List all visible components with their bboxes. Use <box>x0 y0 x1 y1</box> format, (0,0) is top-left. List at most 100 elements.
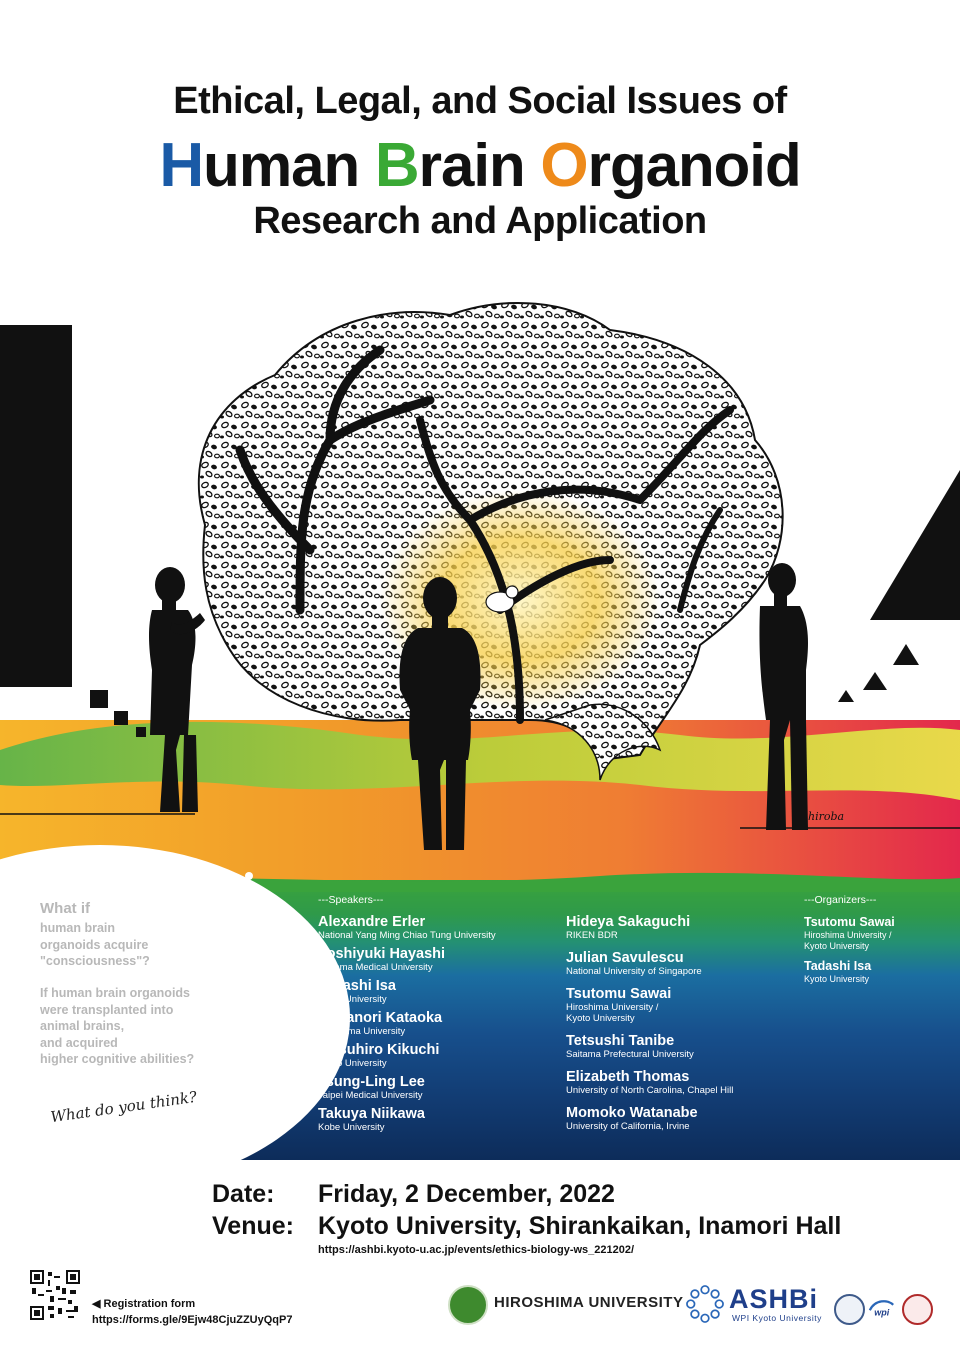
date-label: Date: <box>212 1180 275 1208</box>
event-venue: Kyoto University, Shirankaikan, Inamori … <box>318 1212 842 1240</box>
speaker-affiliation: Kyoto University <box>566 1013 635 1024</box>
hiroshima-university-logo-text: HIROSHIMA UNIVERSITY <box>494 1294 684 1311</box>
decor-black-bar <box>0 325 72 687</box>
organizer-entry: Tsutomu Sawai Hiroshima University / Kyo… <box>804 914 895 952</box>
title-rest: rain <box>418 132 526 199</box>
question-line: higher cognitive abilities? <box>40 1052 195 1066</box>
venue-label: Venue: <box>212 1212 294 1240</box>
speaker-affiliation: University of California, Irvine <box>566 1121 690 1132</box>
speaker-entry: Tetsushi Tanibe Saitama Prefectural Univ… <box>566 1033 694 1060</box>
title-line-1: Ethical, Legal, and Social Issues of <box>173 80 787 122</box>
speaker-entry: Julian Savulescu National University of … <box>566 950 702 977</box>
thought-dot <box>245 872 253 880</box>
qr-code[interactable] <box>30 1270 80 1320</box>
question-line: If human brain organoids <box>40 986 191 1000</box>
speaker-affiliation: RIKEN BDR <box>566 930 618 941</box>
institution-seal-icon <box>902 1294 933 1325</box>
question-line: human brain <box>40 921 116 935</box>
question-line: were transplanted into <box>40 1002 174 1017</box>
speaker-name: Yoshiyuki Hayashi <box>318 946 446 962</box>
speaker-affiliation: Kyoto University <box>318 994 387 1005</box>
title-cap: H <box>159 131 204 200</box>
speaker-affiliation: Saitama Prefectural University <box>566 1049 694 1060</box>
title-rest: rganoid <box>587 132 802 199</box>
person-center-silhouette <box>399 577 481 850</box>
wpi-logo-icon: wpi <box>868 1300 894 1318</box>
title-word-organoid: Organoid <box>540 131 802 200</box>
ashbi-logo-text: ASHBi <box>729 1284 819 1314</box>
event-url[interactable]: https://ashbi.kyoto-u.ac.jp/events/ethic… <box>318 1244 635 1256</box>
speaker-affiliation: University of North Carolina, Chapel Hil… <box>566 1085 734 1096</box>
title-line-2: Human Brain Organoid <box>0 130 960 201</box>
speaker-affiliation: Hiroshima University <box>318 1026 406 1037</box>
title-word-brain: Brain <box>374 131 526 200</box>
thought-dot <box>205 896 223 914</box>
person-right-silhouette <box>759 563 808 830</box>
speaker-entry: Tadashi Isa Kyoto University <box>318 978 396 1005</box>
speaker-name: Momoko Watanabe <box>566 1105 698 1121</box>
speaker-name: Tetsuhiro Kikuchi <box>318 1042 440 1058</box>
title-word-human: Human <box>159 131 360 200</box>
speaker-entry: Elizabeth Thomas University of North Car… <box>566 1069 733 1096</box>
question-2: If human brain organoids were transplant… <box>40 985 194 1068</box>
decor-square <box>90 690 108 708</box>
speaker-name: Julian Savulescu <box>566 950 684 966</box>
speaker-entry: Alexandre Erler National Yang Ming Chiao… <box>318 914 496 941</box>
organizer-name: Tadashi Isa <box>804 959 872 973</box>
organizers-heading: ---Organizers--- <box>804 894 877 906</box>
speaker-entry: Yoshiyuki Hayashi Saitama Medical Univer… <box>318 946 445 973</box>
registration-url[interactable]: https://forms.gle/9Ejw48CjuZZUyQqP7 <box>92 1314 293 1326</box>
person-left-silhouette <box>149 567 205 812</box>
artist-signature: hiroba <box>808 810 844 823</box>
speaker-entry: Momoko Watanabe University of California… <box>566 1105 698 1132</box>
speaker-affiliation: Taipei Medical University <box>318 1090 423 1101</box>
speaker-affiliation: Kyoto University <box>318 1058 387 1069</box>
speaker-name: Hideya Sakaguchi <box>566 914 691 930</box>
speaker-entry: Tetsuhiro Kikuchi Kyoto University <box>318 1042 439 1069</box>
speaker-name: Alexandre Erler <box>318 914 426 930</box>
speaker-name: Tadashi Isa <box>318 978 396 994</box>
question-line: organoids acquire <box>40 937 149 952</box>
question-line: animal brains, <box>40 1019 125 1033</box>
organizer-affiliation: Kyoto University <box>804 941 870 951</box>
thought-dot <box>226 882 238 894</box>
speaker-entry: Tsung-Ling Lee Taipei Medical University <box>318 1074 425 1101</box>
speaker-affiliation: Saitama Medical University <box>318 962 433 973</box>
speaker-entry: Takuya Niikawa Kobe University <box>318 1106 425 1133</box>
speaker-name: Elizabeth Thomas <box>566 1069 690 1085</box>
speaker-affiliation: National Yang Ming Chiao Tung University <box>318 930 496 941</box>
question-line: "consciousness"? <box>40 954 150 968</box>
question-heading: What if <box>40 900 90 917</box>
organizer-name: Tsutomu Sawai <box>804 915 895 929</box>
decor-square <box>114 711 128 725</box>
wpi-text: wpi <box>874 1308 889 1318</box>
registration-label: ◀ Registration form <box>92 1298 196 1310</box>
speaker-entry: Masanori Kataoka Hiroshima University <box>318 1010 442 1037</box>
event-date: Friday, 2 December, 2022 <box>318 1180 615 1208</box>
registration: ◀ Registration form https://forms.gle/9E… <box>92 1296 292 1328</box>
title-cap: B <box>374 131 420 200</box>
speakers-heading: ---Speakers--- <box>318 894 384 906</box>
speaker-affiliation: Kobe University <box>318 1122 385 1133</box>
speaker-name: Masanori Kataoka <box>318 1010 443 1026</box>
speaker-name: Tsung-Ling Lee <box>318 1074 425 1090</box>
title-cap: O <box>540 131 588 200</box>
organizer-affiliation: Hiroshima University / <box>804 930 892 940</box>
speaker-name: Tsutomu Sawai <box>566 986 672 1002</box>
ashbi-ring-icon <box>686 1285 724 1323</box>
question-1: human brain organoids acquire "conscious… <box>40 920 150 970</box>
speaker-affiliation: Hiroshima University / <box>566 1002 659 1013</box>
decor-square <box>136 727 146 737</box>
kyoto-university-seal-icon <box>834 1294 865 1325</box>
organizer-entry: Tadashi Isa Kyoto University <box>804 958 871 985</box>
question-line: and acquired <box>40 1035 118 1050</box>
speaker-entry: Tsutomu Sawai Hiroshima University / Kyo… <box>566 986 671 1024</box>
speaker-entry: Hideya Sakaguchi RIKEN BDR <box>566 914 690 941</box>
title-rest: uman <box>203 132 360 199</box>
title-line-3: Research and Application <box>253 200 707 242</box>
speaker-affiliation: National University of Singapore <box>566 966 702 977</box>
speaker-name: Tetsushi Tanibe <box>566 1033 675 1049</box>
ashbi-logo-subtext: WPI Kyoto University <box>732 1313 822 1323</box>
hiroshima-university-emblem-icon <box>448 1285 488 1325</box>
